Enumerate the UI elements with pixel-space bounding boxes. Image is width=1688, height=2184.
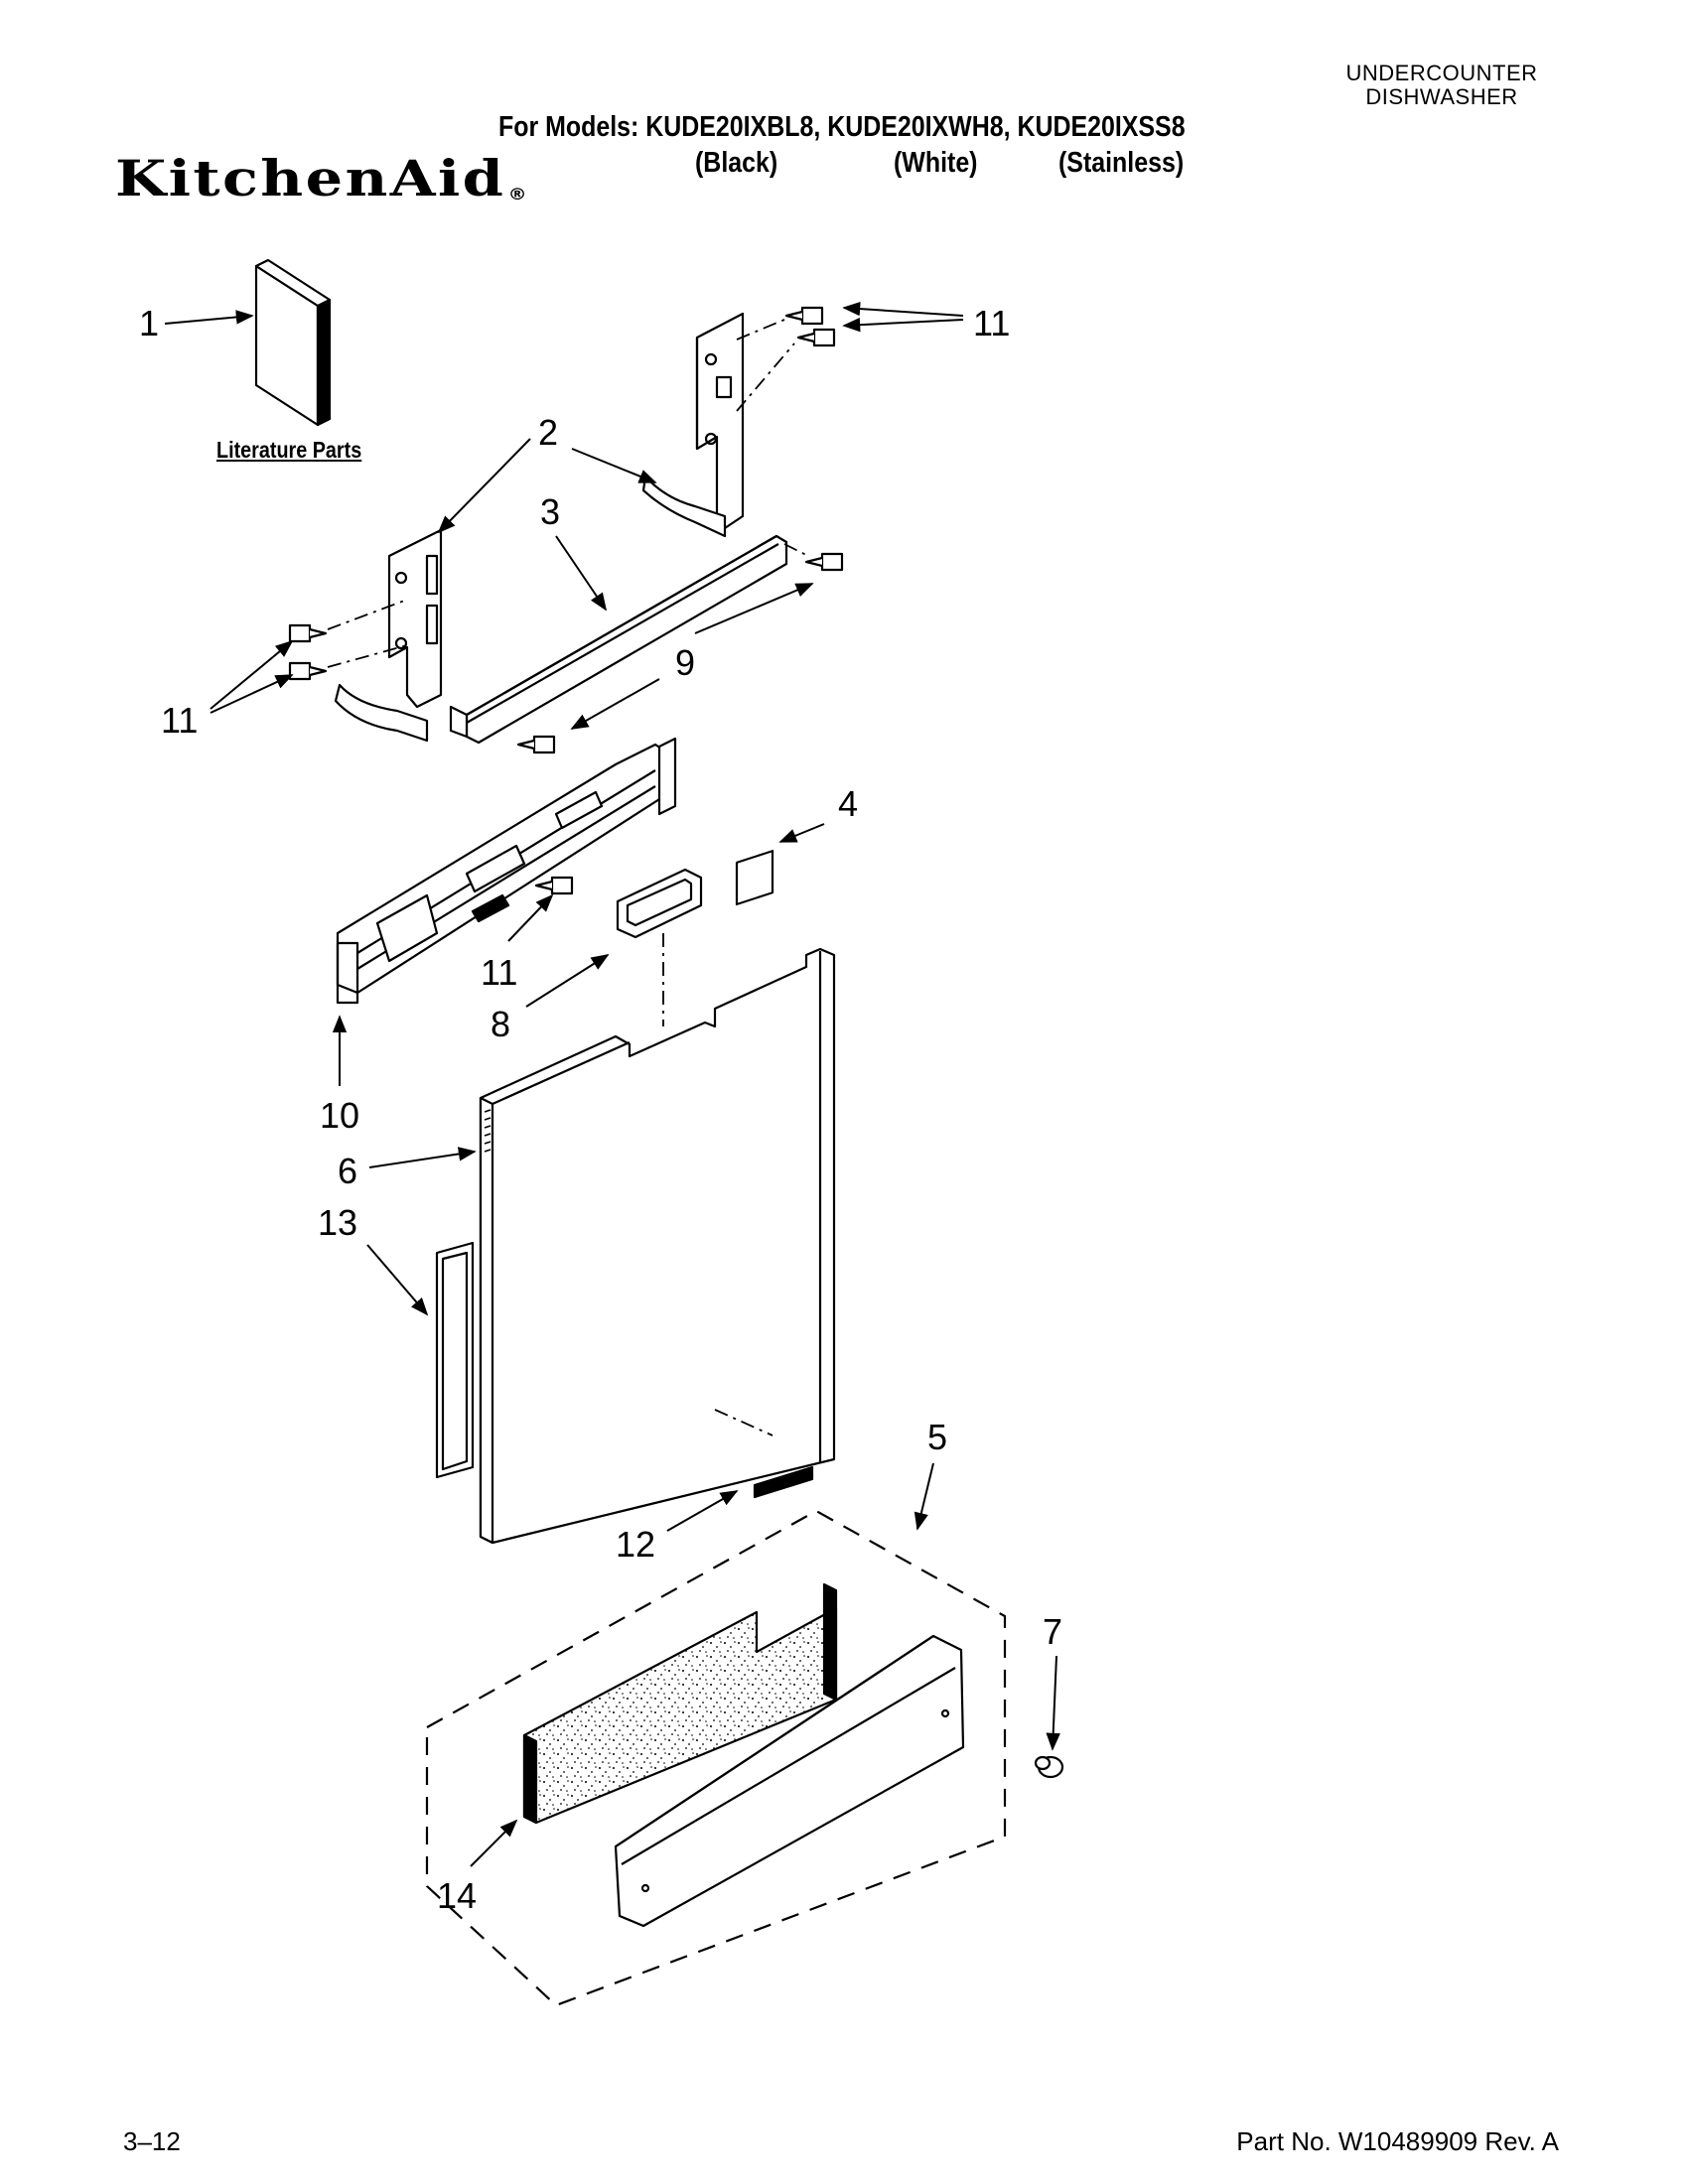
screws — [288, 306, 1064, 1779]
kickplate-kit-boundary — [425, 1509, 1007, 2007]
callout-11-left: 11 — [161, 700, 198, 741]
callout-13: 13 — [318, 1202, 357, 1243]
brand-name: KitchenAid — [115, 149, 506, 207]
variant-white: (White) — [894, 147, 978, 179]
label-plate — [735, 850, 774, 906]
callout-10: 10 — [320, 1095, 359, 1136]
models-label: For Models: KUDE20IXBL8, KUDE20IXWH8, KU… — [498, 111, 1186, 143]
control-panel-assembly — [336, 737, 677, 1005]
variant-black: (Black) — [695, 147, 778, 179]
registered-mark: ® — [507, 185, 527, 204]
outer-door-panel — [479, 947, 836, 1545]
callout-numbers: 1 2 3 4 5 6 7 8 9 10 11 11 11 12 13 14 — [139, 303, 1062, 1916]
door-handle — [616, 868, 703, 939]
category-line-2: DISHWASHER — [1365, 84, 1518, 109]
callout-3: 3 — [540, 491, 560, 532]
insulation-block — [522, 1582, 838, 1825]
top-rail — [449, 534, 788, 745]
callout-12: 12 — [616, 1524, 655, 1565]
right-hinge-bracket — [641, 312, 745, 538]
callout-9: 9 — [675, 642, 695, 683]
callout-11-mid: 11 — [481, 952, 517, 993]
callout-11-top: 11 — [973, 303, 1010, 343]
brand-logo: KitchenAid® — [115, 149, 526, 207]
kickplate-panel — [614, 1634, 965, 1928]
callout-8: 8 — [491, 1004, 510, 1044]
callout-6: 6 — [338, 1151, 357, 1191]
literature-booklet — [254, 258, 332, 427]
leader-arrows — [164, 301, 1060, 1867]
callout-2: 2 — [538, 412, 558, 453]
callout-4: 4 — [838, 783, 858, 824]
callout-5: 5 — [927, 1417, 947, 1457]
category-line-1: UNDERCOUNTER — [1345, 61, 1538, 85]
callout-7: 7 — [1043, 1611, 1062, 1652]
category-label: UNDERCOUNTER DISHWASHER — [1313, 62, 1571, 109]
part-number: Part No. W10489909 Rev. A — [1236, 2126, 1559, 2156]
callout-1: 1 — [139, 303, 159, 343]
variant-stainless: (Stainless) — [1058, 147, 1185, 179]
literature-parts-label: Literature Parts — [216, 437, 362, 463]
page-number: 3–12 — [123, 2126, 181, 2156]
alignment-lines — [327, 319, 809, 1436]
left-hinge-bracket — [334, 528, 443, 743]
callout-14: 14 — [437, 1875, 477, 1916]
